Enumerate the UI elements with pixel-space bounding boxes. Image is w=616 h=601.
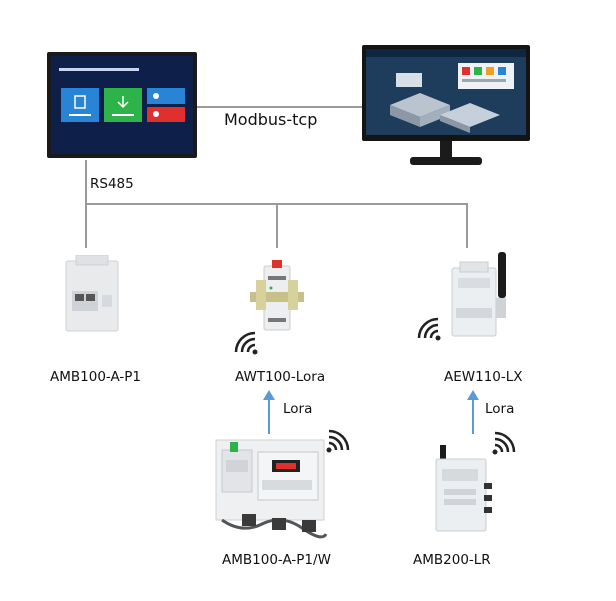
device-label-amb100-a-p1-w: AMB100-A-P1/W — [222, 552, 331, 568]
modbus-tcp-link — [197, 106, 367, 108]
modbus-tcp-label: Modbus-tcp — [224, 110, 318, 129]
amb100-a-p1-device — [62, 254, 122, 335]
lora-arrow-up — [263, 390, 275, 434]
monitor-display — [360, 45, 532, 170]
lora-label: Lora — [485, 401, 515, 417]
device-label-awt100-lora: AWT100-Lora — [235, 369, 326, 385]
touch-screen-panel — [47, 52, 197, 158]
device-label-amb200-lr: AMB200-LR — [413, 552, 491, 568]
wireless-signal-icon — [233, 330, 261, 358]
awt100-lora-device — [246, 258, 308, 336]
rs485-drop-amb100 — [85, 203, 87, 248]
aew110-lx-device — [446, 250, 518, 340]
rs485-trunk-vertical — [85, 160, 87, 204]
device-label-amb100-a-p1: AMB100-A-P1 — [50, 369, 142, 385]
lora-label: Lora — [283, 401, 313, 417]
rs485-label: RS485 — [90, 176, 134, 192]
rs485-drop-aew110 — [466, 203, 468, 248]
wireless-signal-icon — [416, 316, 444, 344]
device-label-aew110-lx: AEW110-LX — [444, 369, 523, 385]
wireless-signal-icon — [323, 428, 351, 456]
amb100-a-p1-w-device — [212, 438, 332, 540]
rs485-drop-awt100 — [276, 203, 278, 248]
amb200-lr-device — [432, 443, 496, 535]
lora-arrow-up — [467, 390, 479, 434]
wireless-signal-icon — [489, 430, 517, 458]
